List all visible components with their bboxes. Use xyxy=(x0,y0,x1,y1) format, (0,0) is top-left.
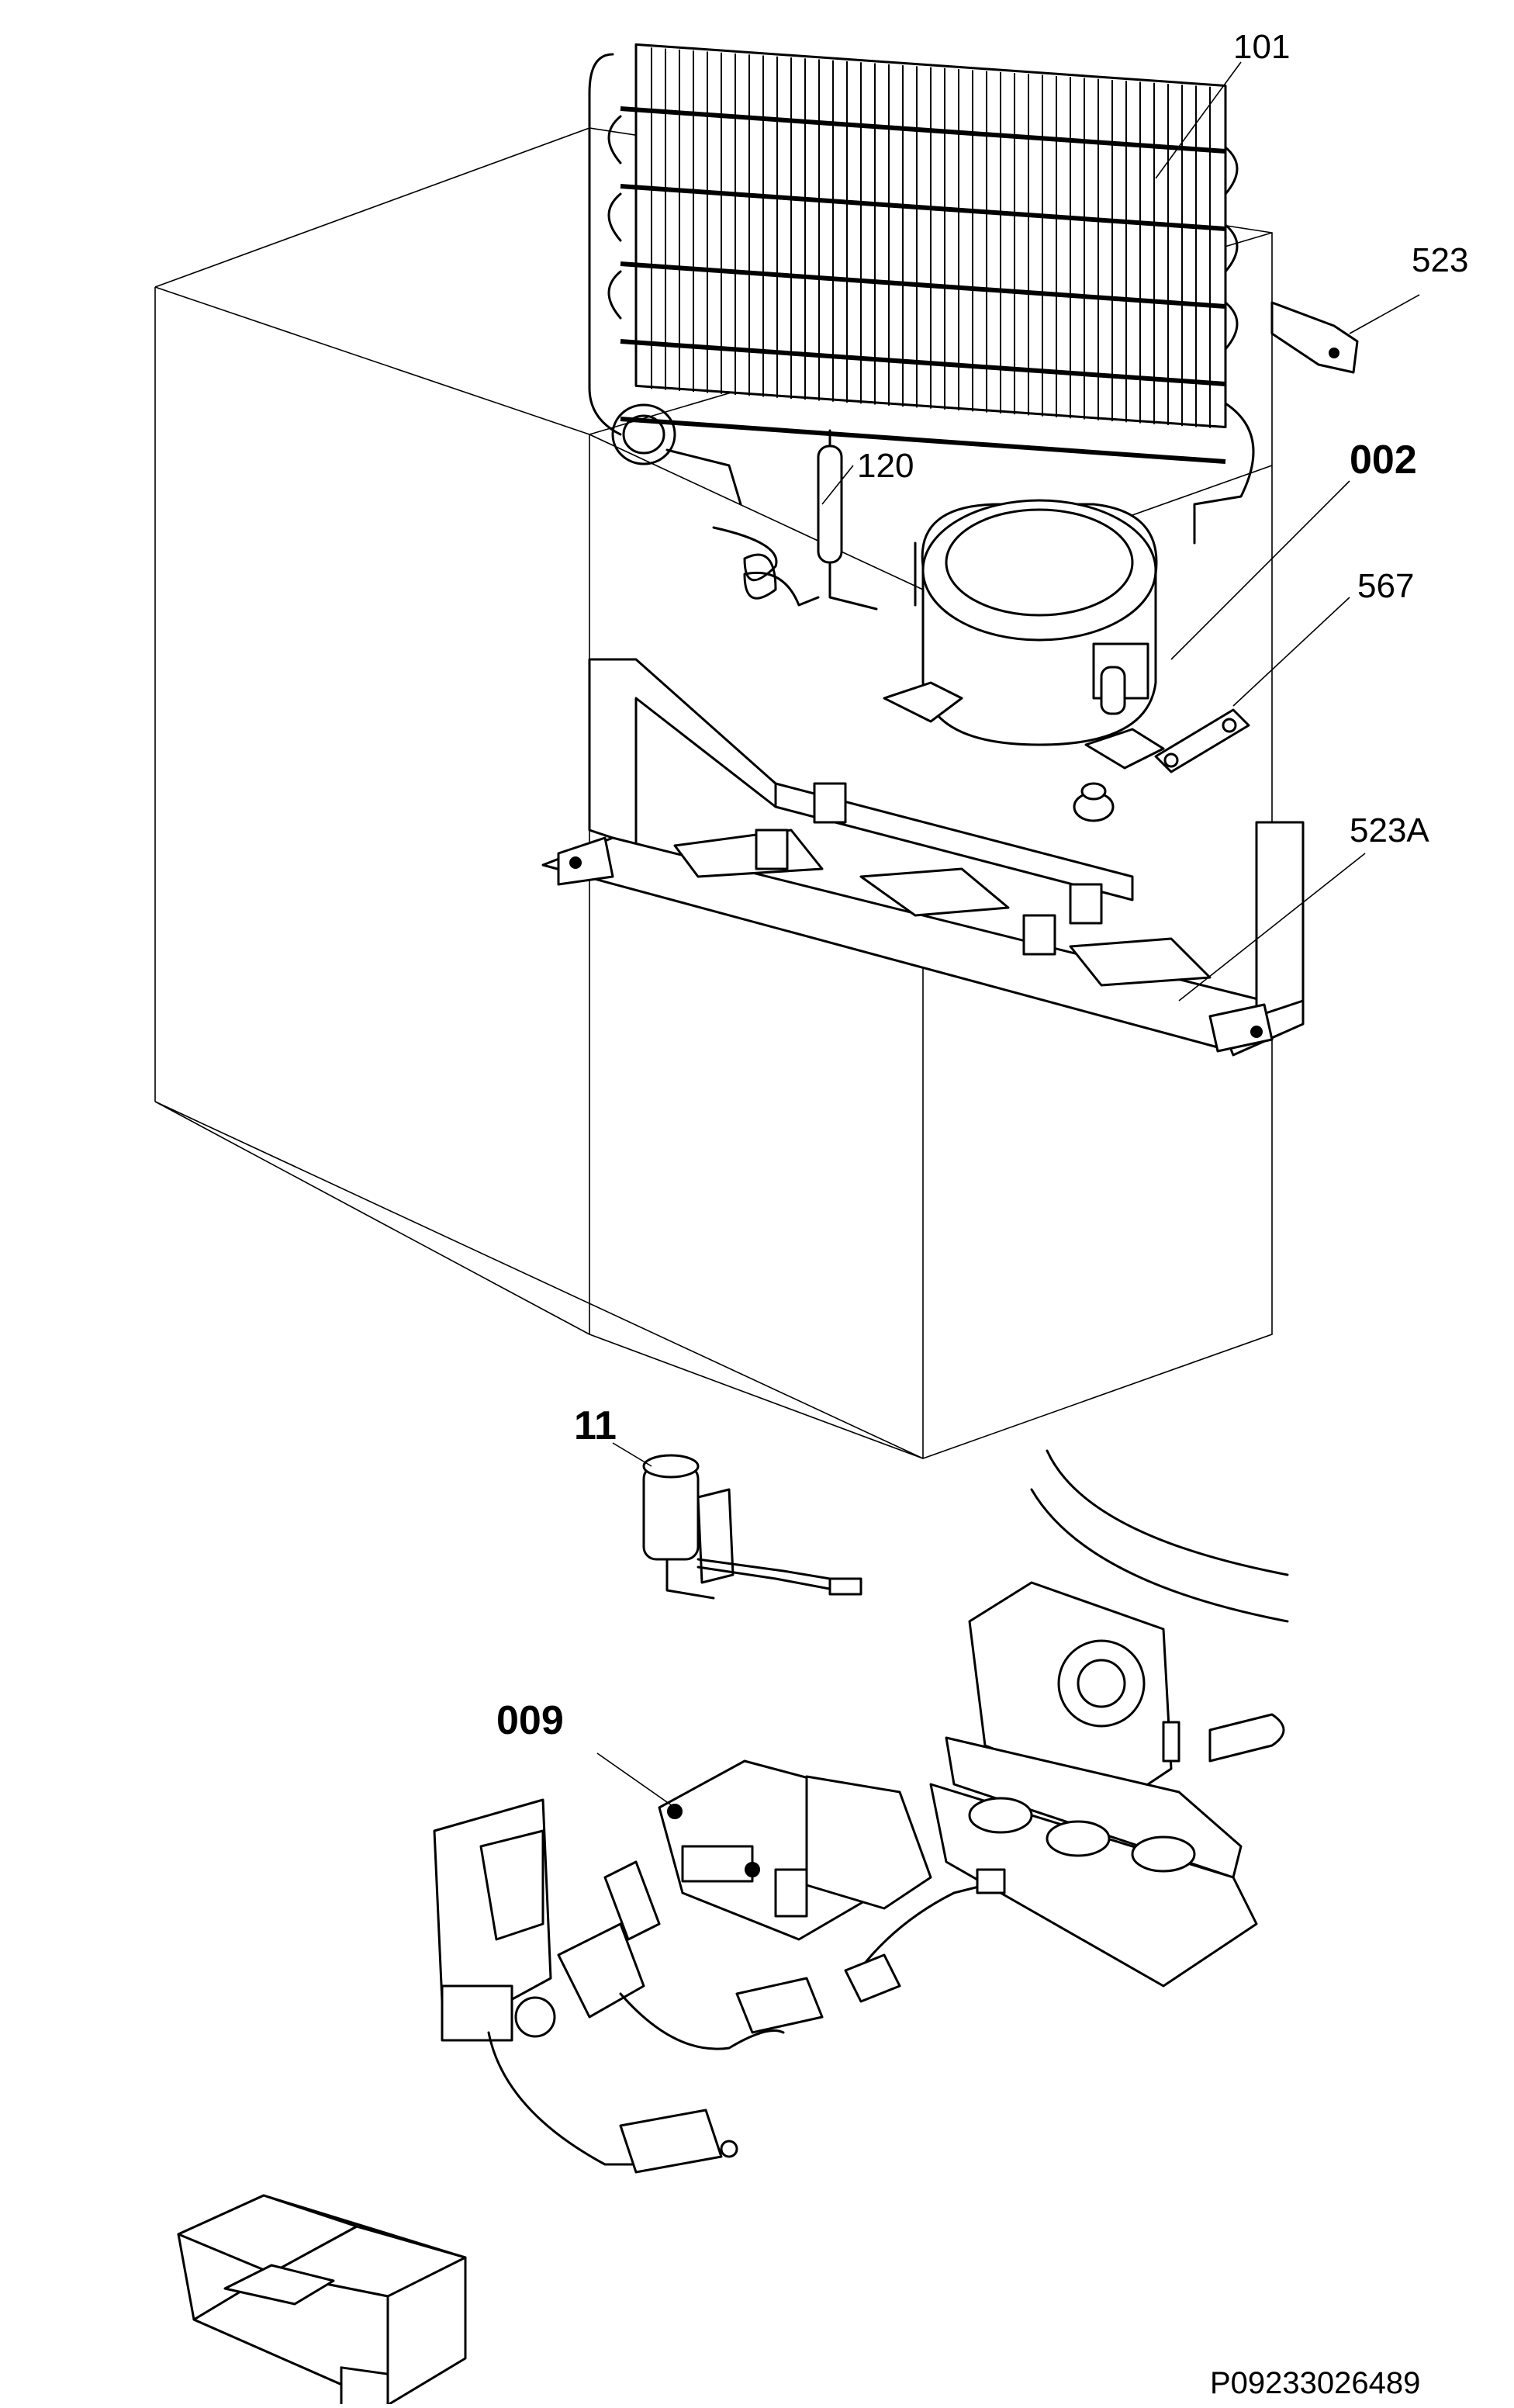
condenser-coil xyxy=(588,43,1255,545)
clip-567 xyxy=(1154,708,1250,773)
label-523a: 523A xyxy=(1350,811,1429,849)
label-101: 101 xyxy=(1233,28,1290,66)
relay-cover xyxy=(177,2194,467,2408)
bracket-523 xyxy=(1270,301,1359,374)
label-11: 11 xyxy=(574,1403,617,1448)
filter-drier xyxy=(712,429,878,611)
drawing-code: P09233026489 xyxy=(1210,2366,1420,2400)
label-523: 523 xyxy=(1412,241,1468,279)
overload-protector xyxy=(433,1798,1006,2174)
label-120: 120 xyxy=(857,447,914,485)
base-frame xyxy=(541,658,1305,1057)
label-002: 002 xyxy=(1350,438,1417,483)
leader-lines xyxy=(596,61,1420,1808)
compressor xyxy=(883,499,1165,770)
label-009: 009 xyxy=(496,1698,564,1743)
electrical-bracket xyxy=(929,1449,1289,1988)
relay-housing-009 xyxy=(658,1759,932,1941)
label-567: 567 xyxy=(1357,567,1414,605)
rubber-grommet xyxy=(1073,782,1115,822)
start-relay-11 xyxy=(642,1454,862,1600)
